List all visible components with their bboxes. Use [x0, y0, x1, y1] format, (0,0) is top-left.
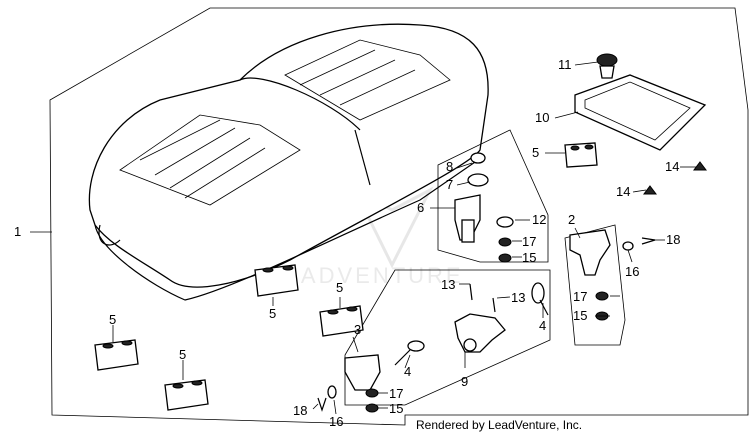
rubber-block-5d [164, 379, 209, 411]
callout-5-c: 5 [109, 312, 116, 327]
cap-11 [596, 53, 618, 79]
clip-18a [641, 237, 656, 245]
nut-15a [498, 253, 512, 263]
collar-16b [327, 385, 337, 399]
callout-15-b: 15 [573, 308, 587, 323]
callout-15-a: 15 [522, 250, 536, 265]
callout-13-b: 13 [511, 290, 525, 305]
rubber-block-5a [254, 264, 299, 297]
group-outline-6 [437, 129, 549, 263]
group-outline-1 [49, 7, 749, 426]
callout-5-tray: 5 [532, 145, 539, 160]
callout-4-left: 4 [404, 364, 411, 379]
callout-7: 7 [446, 177, 453, 192]
washer-17c [365, 388, 379, 398]
leader-lines [112, 61, 696, 415]
washer-17b [595, 291, 609, 301]
watermark-text: LEADVENTURE [268, 263, 464, 288]
collar-16a [622, 241, 634, 251]
callout-13-a: 13 [441, 277, 455, 292]
screw-13b [492, 297, 496, 313]
cap-8 [470, 152, 486, 164]
callout-3: 3 [354, 322, 361, 337]
callout-17-c: 17 [389, 386, 403, 401]
group-outline-9 [344, 269, 551, 406]
seat-assembly [88, 23, 489, 301]
rubber-block-5b [319, 305, 364, 337]
rubber-block-5e [564, 142, 598, 168]
callout-5-a: 5 [269, 306, 276, 321]
bolt-4b [394, 340, 425, 366]
callout-16-b: 16 [329, 414, 343, 429]
bolt-4a [531, 282, 549, 316]
group-outline-2 [564, 224, 626, 346]
callout-15-c: 15 [389, 401, 403, 416]
callout-17-a: 17 [522, 234, 536, 249]
screw-14b [643, 185, 657, 195]
callout-12: 12 [532, 212, 546, 227]
callout-4-right: 4 [539, 318, 546, 333]
callout-labels: 1 2 3 4 4 5 5 5 5 5 6 7 8 9 10 11 12 13 … [14, 57, 680, 429]
callout-16-a: 16 [625, 264, 639, 279]
tray-10 [574, 74, 707, 151]
nut-15c [365, 403, 379, 413]
credit-text: Rendered by LeadVenture, Inc. [416, 418, 583, 432]
callout-10: 10 [535, 110, 549, 125]
callout-5-d: 5 [179, 347, 186, 362]
callout-1: 1 [14, 224, 21, 239]
clip-18b [317, 397, 327, 412]
callout-9: 9 [461, 374, 468, 389]
callout-8: 8 [446, 159, 453, 174]
washer-12 [496, 216, 514, 228]
callout-18-b: 18 [293, 403, 307, 418]
callout-14-b: 14 [616, 184, 630, 199]
latch-9 [454, 313, 506, 353]
lock-6 [454, 194, 481, 243]
bracket-3 [344, 354, 381, 391]
callout-17-b: 17 [573, 289, 587, 304]
callout-14-a: 14 [665, 159, 679, 174]
screw-14a [693, 161, 707, 171]
seat-quilting [119, 39, 451, 206]
callout-6: 6 [417, 200, 424, 215]
callout-2: 2 [568, 212, 575, 227]
callout-18-a: 18 [666, 232, 680, 247]
bracket-2 [569, 229, 611, 276]
washer-17a [498, 237, 512, 247]
screw-13a [469, 283, 473, 301]
callout-5-b: 5 [336, 280, 343, 295]
callout-11: 11 [558, 57, 572, 72]
rubber-block-5c [94, 339, 139, 371]
bushing-7 [467, 173, 489, 187]
